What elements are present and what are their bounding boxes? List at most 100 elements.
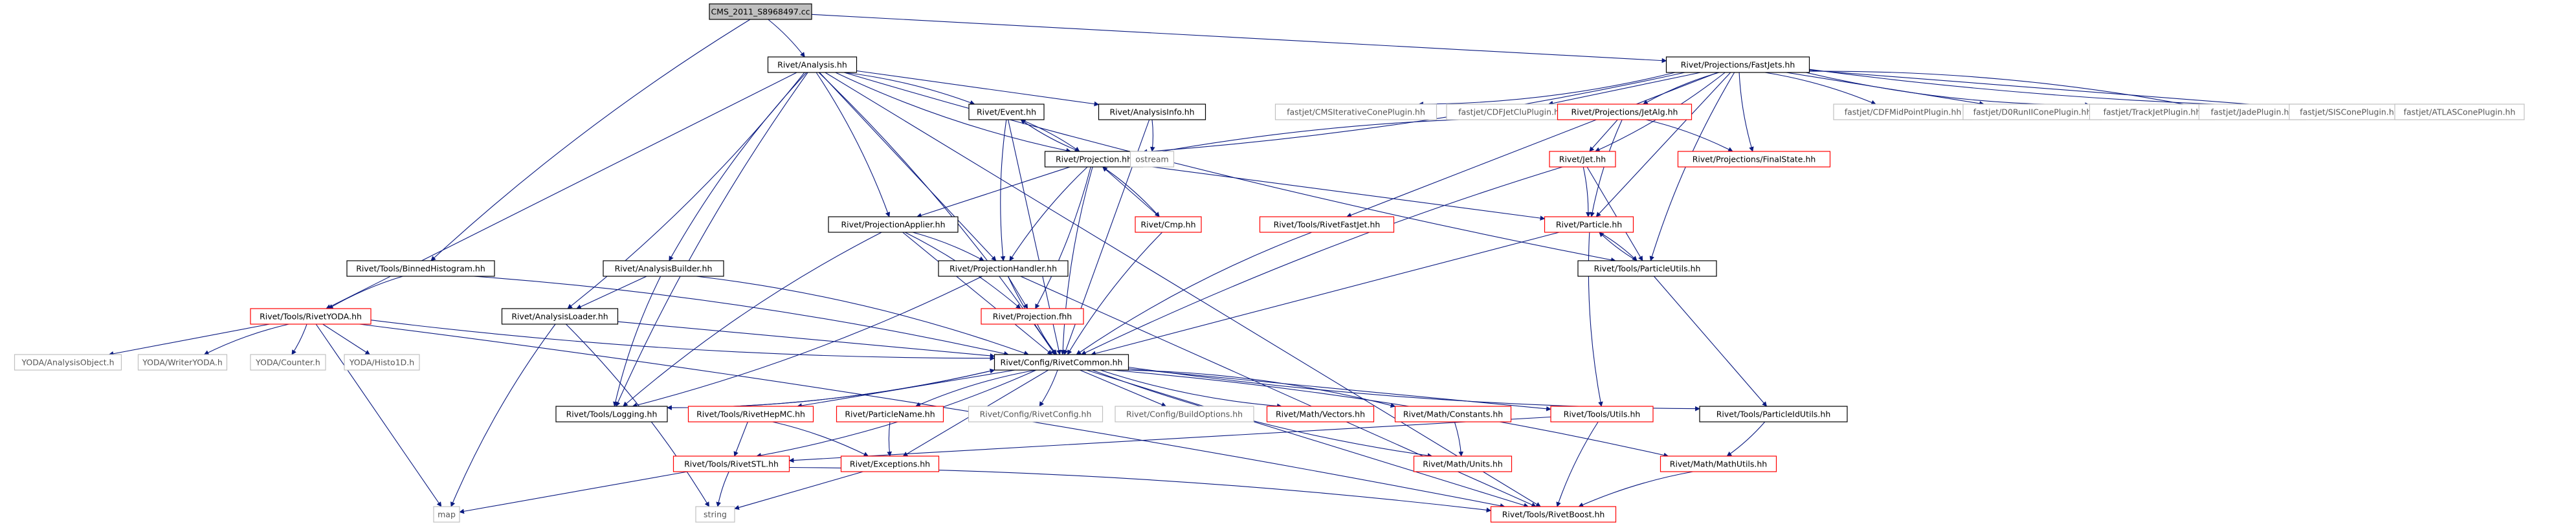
node-jet[interactable]: Rivet/Jet.hh xyxy=(1549,151,1616,168)
edge-particlename-to-exceptions xyxy=(887,421,892,457)
edge-event-to-projection xyxy=(1020,119,1080,152)
edge-jetalg-to-projection xyxy=(1142,117,1558,157)
node-yoda_histo: YODA/Histo1D.h xyxy=(344,354,420,371)
node-box xyxy=(346,260,495,277)
node-binnedhisto[interactable]: Rivet/Tools/BinnedHistogram.hh xyxy=(346,260,495,277)
node-label: Rivet/Tools/RivetHepMC.hh xyxy=(696,410,805,419)
node-constants[interactable]: Rivet/Math/Constants.hh xyxy=(1394,406,1512,422)
edge-analysis-to-particleutils xyxy=(843,72,1616,263)
node-units[interactable]: Rivet/Math/Units.hh xyxy=(1413,455,1513,472)
node-particleutils[interactable]: Rivet/Tools/ParticleUtils.hh xyxy=(1577,260,1717,277)
edge-analysisloader-to-rivetcommon xyxy=(617,321,995,358)
edge-root-to-analysis xyxy=(768,19,805,58)
edge-projapplier-to-logging xyxy=(623,232,882,407)
node-label: Rivet/AnalysisBuilder.hh xyxy=(615,264,713,274)
edge-fastjets-to-cdfjetclu xyxy=(1548,72,1701,106)
node-analysisinfo[interactable]: Rivet/AnalysisInfo.hh xyxy=(1098,104,1206,120)
node-siscone: fastjet/SISConePlugin.hh xyxy=(2289,104,2410,120)
node-rivetboost[interactable]: Rivet/Tools/RivetBoost.hh xyxy=(1490,506,1617,523)
node-box xyxy=(250,308,372,325)
node-label: Rivet/Cmp.hh xyxy=(1140,220,1195,230)
node-label: Rivet/ProjectionHandler.hh xyxy=(949,264,1057,274)
node-box xyxy=(2394,104,2525,120)
node-box xyxy=(994,354,1129,371)
node-exceptions[interactable]: Rivet/Exceptions.hh xyxy=(840,455,940,472)
node-cdfmidpoint: fastjet/CDFMidPointPlugin.hh xyxy=(1833,104,1973,120)
edge-rivetcommon-to-constants xyxy=(1120,369,1396,408)
node-particle[interactable]: Rivet/Particle.hh xyxy=(1544,216,1634,233)
node-box xyxy=(840,455,940,472)
node-analysisloader[interactable]: Rivet/AnalysisLoader.hh xyxy=(501,308,619,325)
edge-rivetcommon-to-logging xyxy=(667,369,995,410)
node-rivetstl[interactable]: Rivet/Tools/RivetSTL.hh xyxy=(672,455,790,472)
edge-rivetcommon-to-particlename xyxy=(915,369,1036,407)
node-label: CMS_2011_S8968497.cc xyxy=(711,7,810,17)
edge-analysis-to-logging xyxy=(616,72,808,407)
node-particleidutils[interactable]: Rivet/Tools/ParticleIdUtils.hh xyxy=(1699,406,1848,422)
edge-rivetyoda-to-rivetboost xyxy=(359,323,1505,509)
edge-rivetstl-to-map xyxy=(459,471,688,514)
edge-rivetcommon-to-units xyxy=(1092,369,1433,458)
edge-analysisbuilder-to-analysisloader xyxy=(576,276,647,309)
edge-rivetyoda-to-map xyxy=(315,323,442,507)
node-logging[interactable]: Rivet/Tools/Logging.hh xyxy=(555,406,668,422)
edge-rivetcommon-to-vectors xyxy=(1100,369,1282,409)
node-vectors[interactable]: Rivet/Math/Vectors.hh xyxy=(1266,406,1375,422)
node-yoda_write: YODA/WriterYODA.h xyxy=(137,354,228,371)
node-rivetyoda[interactable]: Rivet/Tools/RivetYODA.hh xyxy=(250,308,372,325)
edge-particle-to-particleutils xyxy=(1599,232,1638,261)
node-finalstate[interactable]: Rivet/Projections/FinalState.hh xyxy=(1677,151,1831,168)
node-label: Rivet/Event.hh xyxy=(977,107,1036,117)
node-label: fastjet/CMSIterativeConePlugin.hh xyxy=(1287,107,1425,117)
node-label: YODA/Histo1D.h xyxy=(349,358,414,367)
node-box xyxy=(687,406,814,422)
node-cms_iter: fastjet/CMSIterativeConePlugin.hh xyxy=(1274,104,1438,120)
node-box xyxy=(1577,260,1717,277)
edge-analysis-to-analysisbuilder xyxy=(669,72,807,261)
node-label: Rivet/Tools/Utils.hh xyxy=(1564,410,1641,419)
node-box xyxy=(2198,104,2307,120)
node-label: Rivet/Particle.hh xyxy=(1556,220,1622,230)
edge-fastjets-to-cdfmidpoint xyxy=(1764,72,1876,105)
node-jetalg[interactable]: Rivet/Projections/JetAlg.hh xyxy=(1557,104,1693,120)
edge-mathutils-to-rivetboost xyxy=(1578,471,1693,507)
node-rivetfastjet[interactable]: Rivet/Tools/RivetFastJet.hh xyxy=(1259,216,1395,233)
node-projectionfhh[interactable]: Rivet/Projection.fhh xyxy=(981,308,1084,325)
node-label: Rivet/Projections/FinalState.hh xyxy=(1693,155,1816,164)
edge-binnedhisto-to-rivetyoda xyxy=(328,276,403,309)
node-label: Rivet/Tools/BinnedHistogram.hh xyxy=(356,264,485,274)
node-box xyxy=(250,354,326,371)
node-box xyxy=(1266,406,1375,422)
edge-rivetcommon-to-rivetboost xyxy=(1086,369,1529,508)
edge-rivetyoda-to-yoda_counter xyxy=(291,323,307,355)
node-analysis[interactable]: Rivet/Analysis.hh xyxy=(767,56,858,73)
edge-fastjets-to-siscone xyxy=(1809,69,2290,110)
node-box xyxy=(1044,151,1144,168)
node-cmp[interactable]: Rivet/Cmp.hh xyxy=(1135,216,1202,233)
edge-toolsutils-to-rivetstl xyxy=(788,416,1551,463)
node-box xyxy=(709,3,812,20)
edge-fastjets-to-particle xyxy=(1595,72,1731,217)
node-fastjets[interactable]: Rivet/Projections/FastJets.hh xyxy=(1665,56,1810,73)
node-mathutils[interactable]: Rivet/Math/MathUtils.hh xyxy=(1660,455,1777,472)
edge-analysisloader-to-map xyxy=(450,323,556,507)
node-particlename[interactable]: Rivet/ParticleName.hh xyxy=(836,406,944,422)
edge-projection-to-cmp xyxy=(1102,166,1160,217)
node-toolsutils[interactable]: Rivet/Tools/Utils.hh xyxy=(1550,406,1654,422)
edge-projection-to-event xyxy=(1020,119,1080,152)
node-label: fastjet/CDFMidPointPlugin.hh xyxy=(1845,107,1962,117)
node-analysisbuilder[interactable]: Rivet/AnalysisBuilder.hh xyxy=(603,260,724,277)
node-rivetconfig: Rivet/Config/RivetConfig.hh xyxy=(968,406,1104,422)
edge-jet-to-particle xyxy=(1582,166,1591,217)
node-projapplier[interactable]: Rivet/ProjectionApplier.hh xyxy=(828,216,959,233)
node-box xyxy=(1557,104,1693,120)
node-projection[interactable]: Rivet/Projection.hh xyxy=(1044,151,1144,168)
edge-fastjets-to-cms_iter xyxy=(1418,72,1676,107)
edge-projection-to-projhandler xyxy=(1009,166,1088,261)
node-rivetcommon[interactable]: Rivet/Config/RivetCommon.hh xyxy=(994,354,1129,371)
node-box xyxy=(1259,216,1395,233)
node-event[interactable]: Rivet/Event.hh xyxy=(968,104,1045,120)
node-projhandler[interactable]: Rivet/ProjectionHandler.hh xyxy=(938,260,1069,277)
node-rivethepmc[interactable]: Rivet/Tools/RivetHepMC.hh xyxy=(687,406,814,422)
